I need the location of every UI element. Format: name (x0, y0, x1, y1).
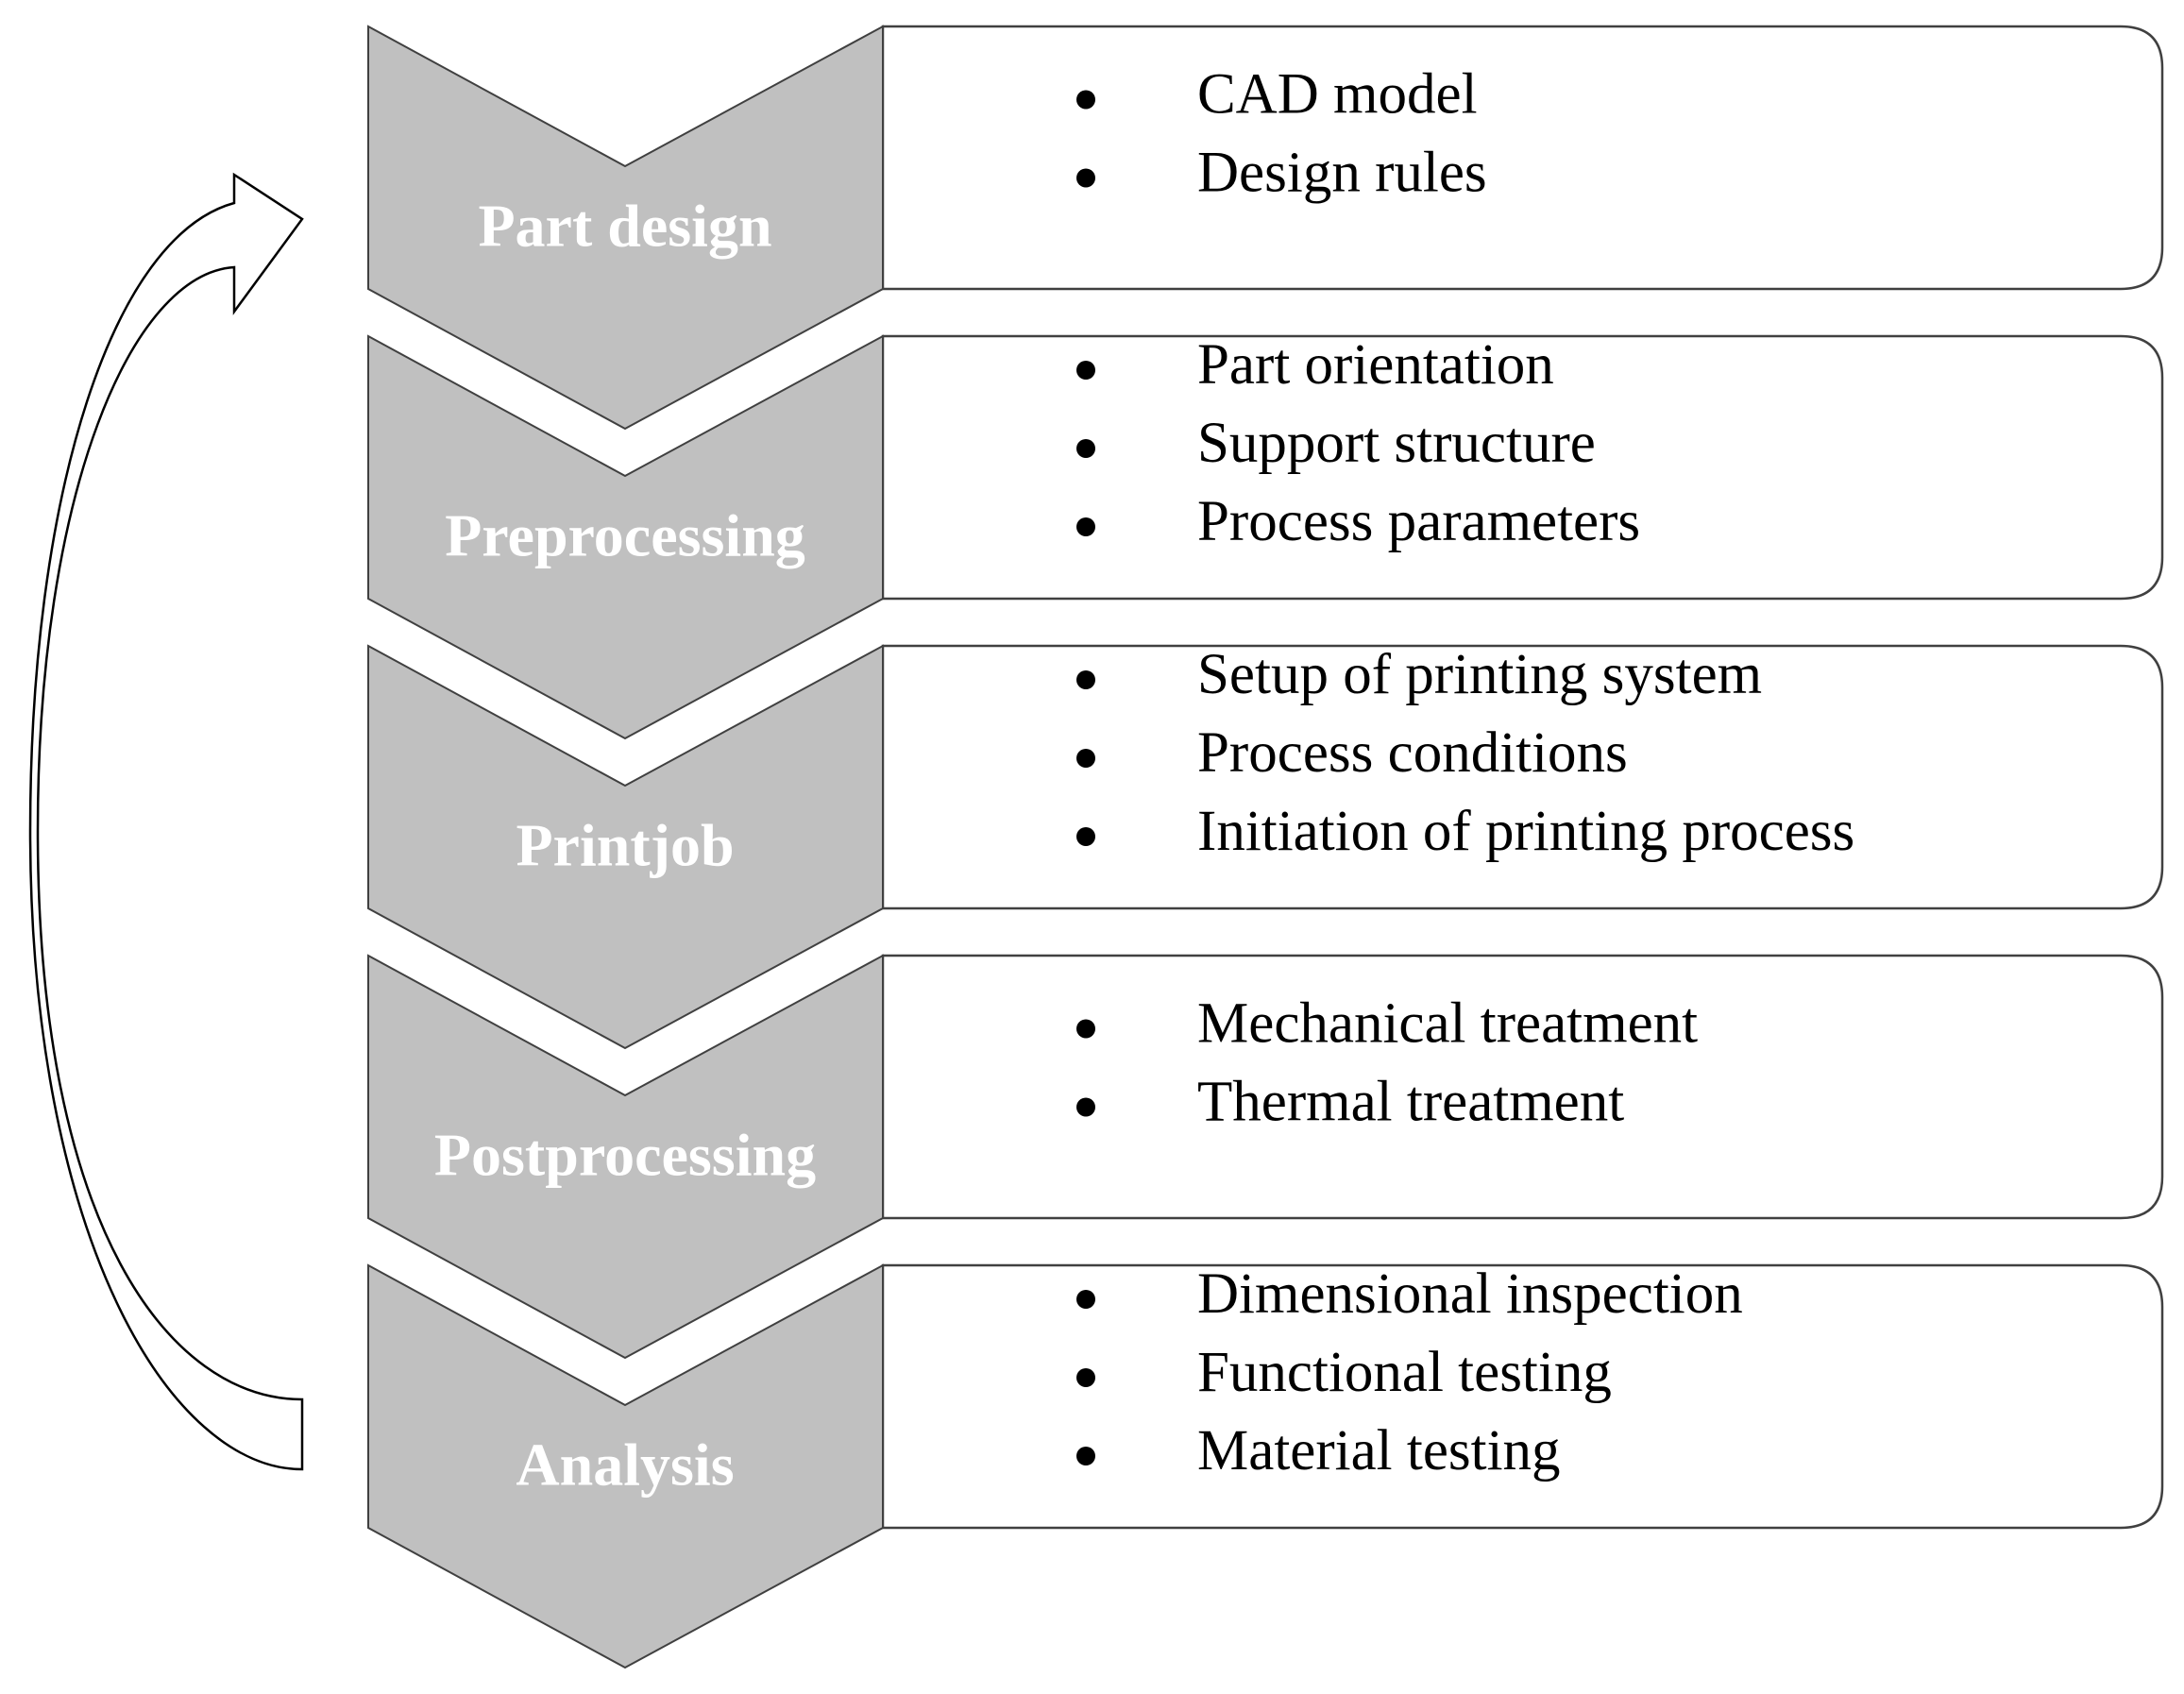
stage-chevron (367, 644, 884, 1050)
bullet-dot-icon (1076, 749, 1095, 768)
stage-chevron (367, 334, 884, 740)
stage-item: Design rules (1197, 142, 1487, 205)
stage-item: Process conditions (1197, 721, 1628, 785)
bullet-dot-icon (1076, 90, 1095, 110)
bullet-dot-icon (1076, 1368, 1095, 1387)
stage-item: Material testing (1197, 1419, 1561, 1482)
stage-details-box (881, 334, 2164, 601)
stage-details-box (881, 644, 2164, 910)
stage-item: Dimensional inspection (1197, 1262, 1743, 1326)
stage-item: Initiation of printing process (1197, 800, 1854, 863)
bullet-dot-icon (1076, 1019, 1095, 1039)
stage-row: Analysis Dimensional inspectionFunctional… (367, 1262, 2164, 1669)
stage-row: Postprocessing Mechanical treatmentTherma… (367, 954, 2164, 1360)
stage-item: Mechanical treatment (1197, 992, 1698, 1056)
stage-item: Thermal treatment (1197, 1071, 1624, 1134)
bullet-dot-icon (1076, 517, 1095, 536)
bullet-dot-icon (1076, 1290, 1095, 1309)
stage-item: Support structure (1197, 412, 1596, 475)
stage-item: Functional testing (1197, 1341, 1612, 1404)
stage-chevron (367, 1263, 884, 1669)
stage-details-box (881, 25, 2164, 291)
stage-details-box (881, 1263, 2164, 1530)
stage-label: Analysis (516, 1431, 734, 1499)
stage-item: CAD model (1197, 63, 1478, 127)
stage-item: Process parameters (1197, 490, 1640, 553)
stage-label: Printjob (516, 812, 734, 879)
bullet-dot-icon (1076, 168, 1095, 188)
bullet-dot-icon (1076, 827, 1095, 846)
bullet-dot-icon (1076, 1097, 1095, 1117)
stage-details-box (881, 954, 2164, 1220)
stage-label: Preprocessing (445, 502, 805, 569)
bullet-dot-icon (1076, 1447, 1095, 1465)
bullet-dot-icon (1076, 670, 1095, 689)
stage-chevron (367, 25, 884, 431)
stage-label: Postprocessing (434, 1122, 816, 1189)
stage-item: Part orientation (1197, 333, 1554, 397)
stage-label: Part design (478, 193, 771, 260)
stage-item: Setup of printing system (1197, 643, 1762, 706)
curved-return-arrow-icon (28, 172, 304, 1471)
stage-chevron (367, 954, 884, 1360)
bullet-dot-icon (1076, 361, 1095, 380)
bullet-dot-icon (1076, 439, 1095, 458)
stage-row: Printjob Setup of printing systemProcess … (367, 643, 2164, 1050)
